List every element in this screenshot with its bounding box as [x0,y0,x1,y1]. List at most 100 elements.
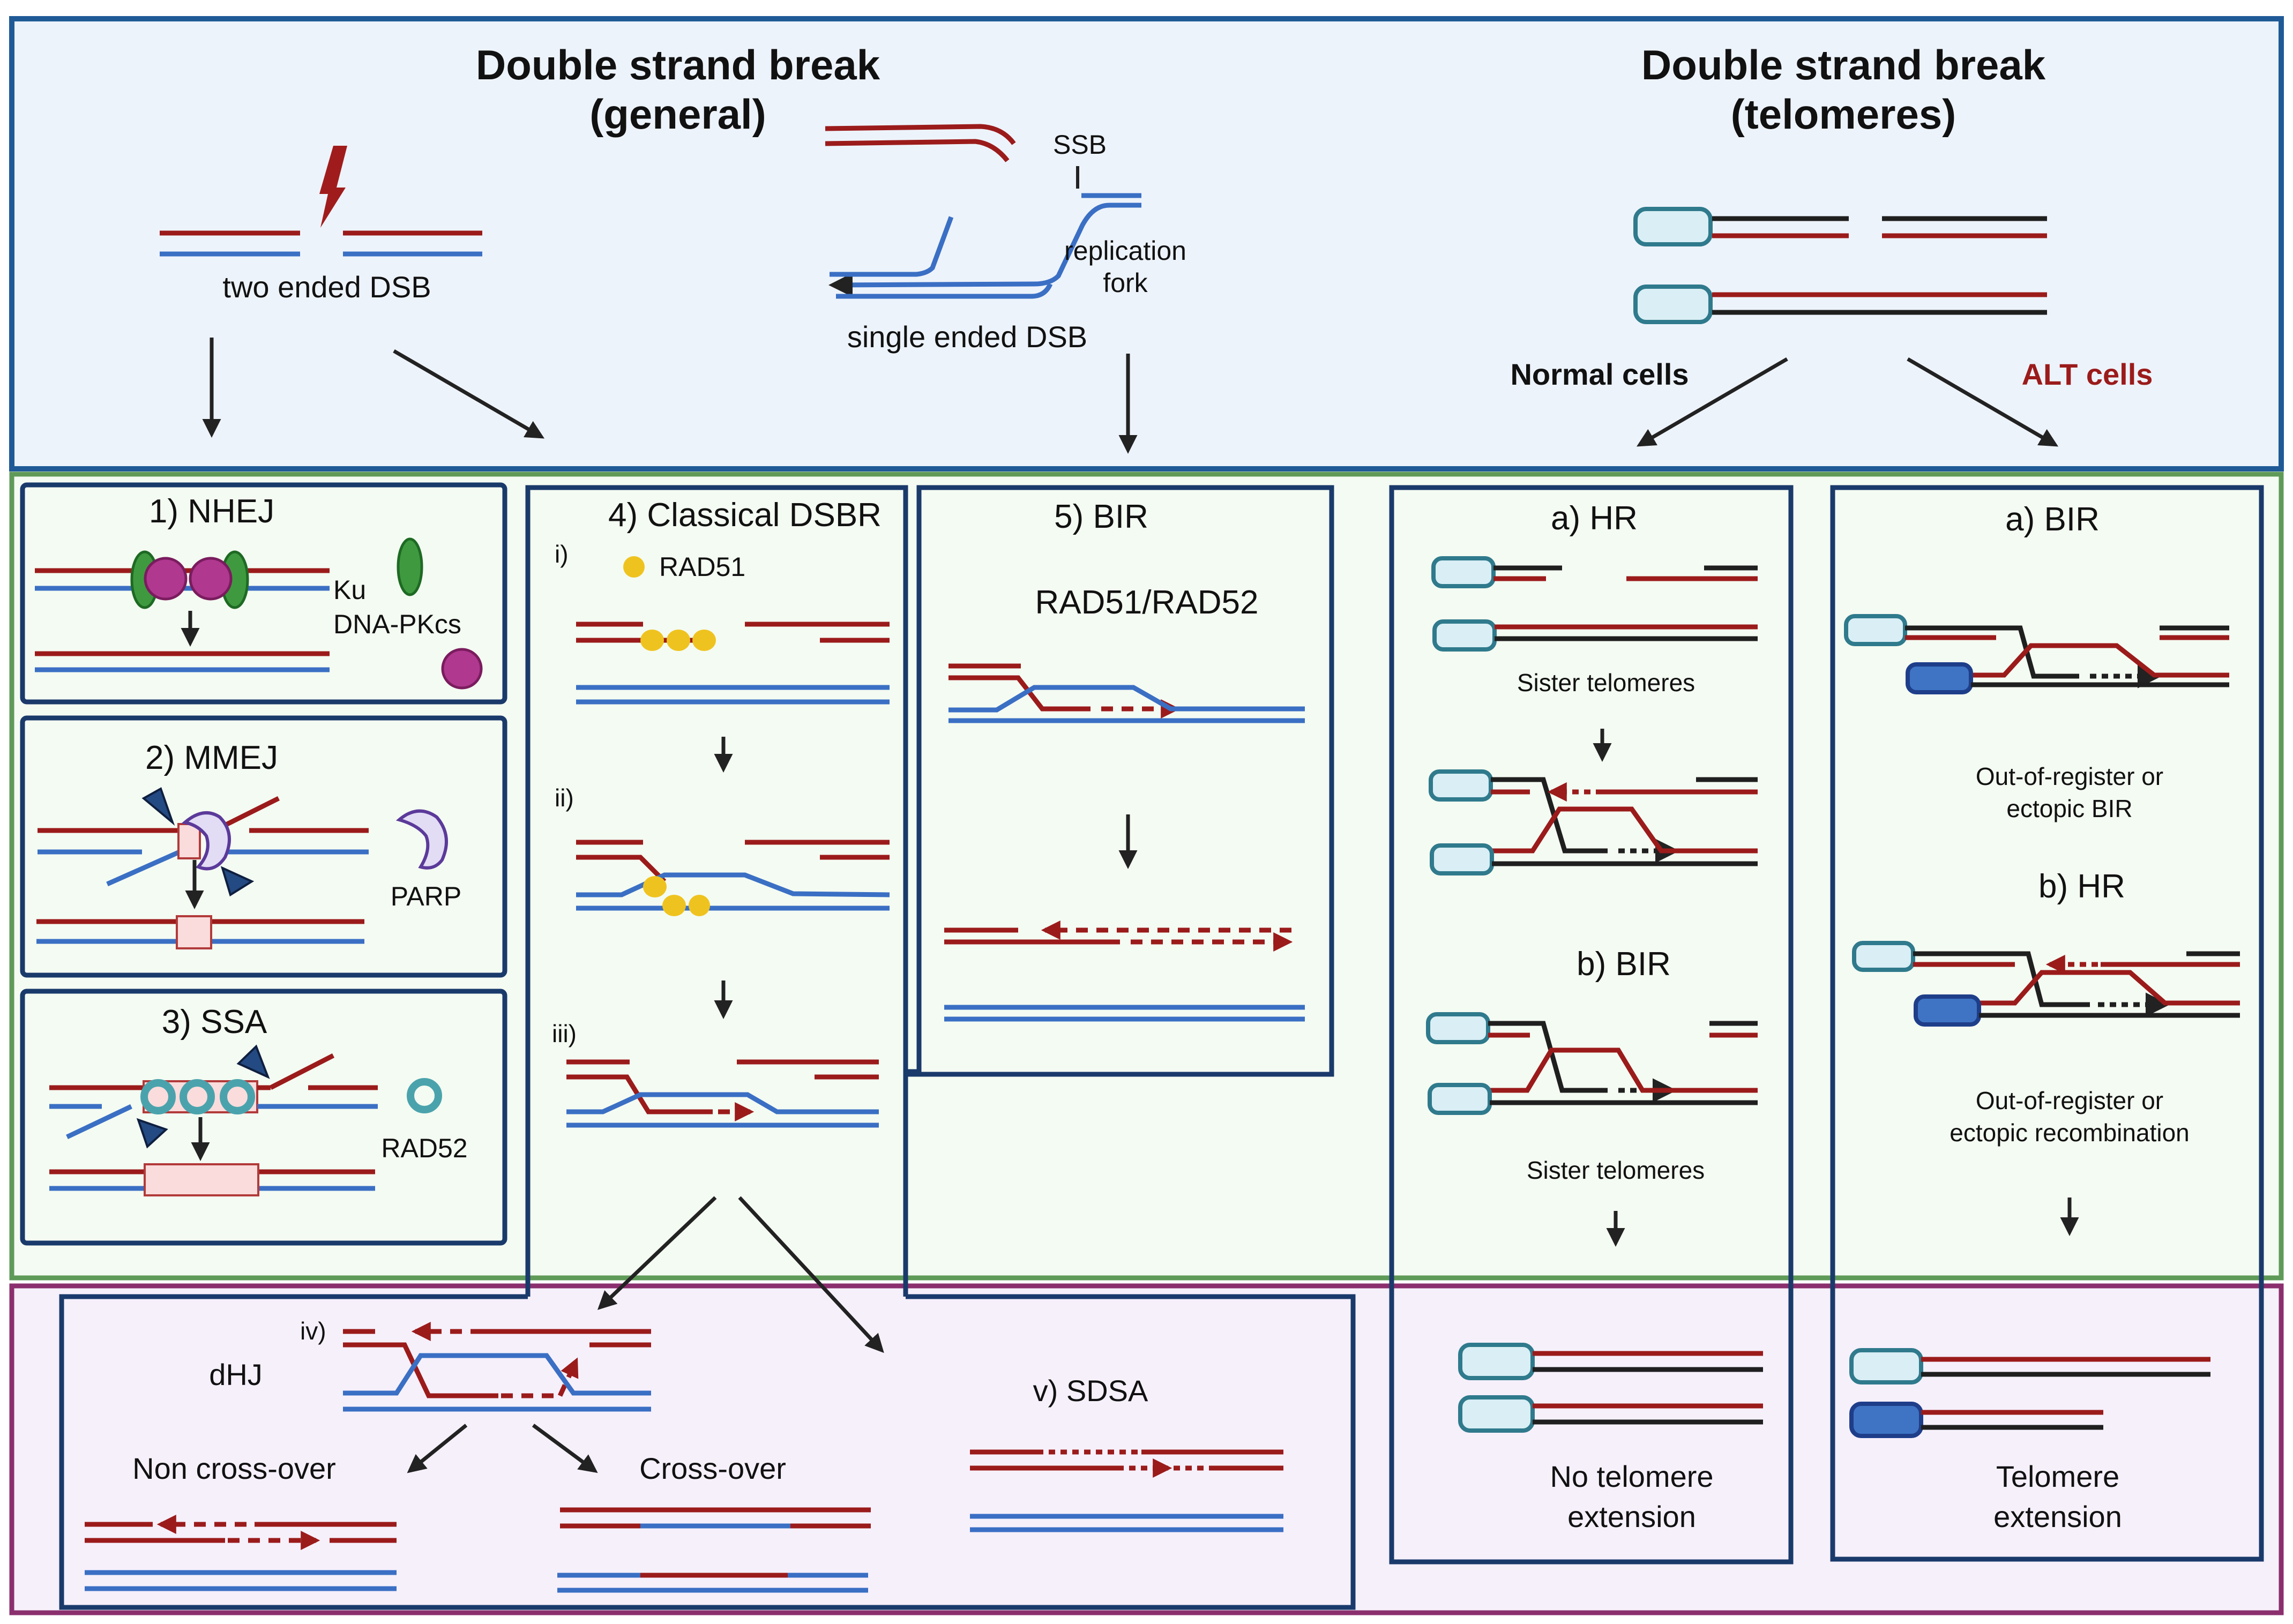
alt-hr-caption-line1: Out-of-register or [1976,1087,2163,1114]
ectopic-telomere-cap-icon [1914,994,1981,1027]
step-i-label: i) [555,540,569,568]
alt-cells-label: ALT cells [2022,357,2153,391]
normal-cells-panel [1389,485,1794,1565]
alt-bir-caption-line1: Out-of-register or [1976,762,2163,790]
normal-cells-label: Normal cells [1510,357,1689,391]
rad51-protein-icon [643,876,667,897]
classical-dsbr-title: 4) Classical DSBR [608,497,882,534]
rad52-ring-icon [180,1079,215,1114]
rad51-protein-icon [667,630,690,651]
arrow-to-dhj [597,1196,717,1310]
telomere-cap-icon [1431,556,1496,588]
ssa-panel [20,989,507,1246]
telomere-title-line2: (telomeres) [1731,91,1956,138]
telomere-title-line1: Double strand break [1641,41,2046,88]
no-telomere-extension-line2: extension [1567,1500,1696,1533]
telomere-cap-icon [1458,1343,1535,1380]
bottom-section [9,1283,2284,1615]
replication-fork-illustration [825,124,1141,299]
alt-bir-title: a) BIR [2005,501,2100,538]
alt-bir-caption-line2: ectopic BIR [2006,795,2132,822]
telomere-cap-icon [1429,769,1493,802]
telomere-cap-icon [1849,1348,1923,1384]
nhej-panel [20,482,507,705]
nuclease-icon [136,1118,168,1149]
dna-pkcs-label: DNA-PKcs [333,609,461,639]
dhj-sdsa-panel [59,1294,1356,1610]
ku-label: Ku [333,575,366,605]
general-title-line2: (general) [589,91,766,138]
nhej-title: 1) NHEJ [149,493,274,530]
rad52-legend-icon [407,1078,442,1113]
alt-cells-panel [1830,485,2264,1562]
alt-hr-title: b) HR [2038,868,2125,905]
dhj-label: dHJ [209,1358,263,1391]
normal-hr-title: a) HR [1551,500,1638,537]
normal-bir-title: b) BIR [1577,946,1671,983]
nuclease-icon [236,1044,270,1079]
dna-pkcs-icon [144,557,188,601]
microhomology-box [176,915,212,949]
arrow-to-normal [1636,357,1788,447]
parp-protein-icon [181,811,231,871]
sister-telomeres-label-1: Sister telomeres [1517,669,1695,697]
classical-dsbr-panel [525,485,908,1297]
arrow-to-dsbr [393,349,545,439]
rad52-ring-icon [220,1079,255,1114]
telomere-cap-icon [1428,1083,1492,1115]
telomere-cap-icon [1633,207,1713,246]
dna-pkcs-icon [189,557,233,601]
rad51-protein-icon [689,895,710,916]
parp-legend-icon [395,809,448,870]
lightning-bolt-icon [319,146,347,228]
nuclease-icon [220,866,255,897]
rad51-protein-icon [662,895,686,916]
dna-pkcs-legend-icon [441,648,483,690]
microhomology-box [177,823,201,859]
top-section [9,16,2284,472]
single-ended-dsb-label: single ended DSB [847,320,1087,354]
no-telomere-extension-line1: No telomere [1550,1460,1713,1493]
rad51-legend-icon [623,556,645,578]
ssa-title: 3) SSA [162,1004,267,1041]
replication-fork-label-line2: fork [1103,268,1148,298]
replication-fork-label-line1: replication [1064,236,1186,266]
telomere-break-illustration [1633,207,2047,324]
ku-legend-icon [397,537,423,596]
step-iii-label: iii) [552,1020,577,1047]
sister-telomeres-label-2: Sister telomeres [1527,1156,1705,1184]
telomere-extension-line2: extension [1993,1500,2122,1533]
telomere-cap-icon [1844,614,1907,646]
arrow-to-sdsa [738,1196,884,1353]
sdsa-label: v) SDSA [1033,1374,1148,1408]
arrow-to-alt [1907,357,2059,447]
nuclease-icon [141,787,175,826]
mmej-title: 2) MMEJ [145,739,278,776]
rad52-label: RAD52 [381,1133,467,1163]
bir-proteins-label: RAD51/RAD52 [1035,584,1259,621]
step-ii-label: ii) [555,784,574,812]
crossover-label: Cross-over [639,1451,786,1485]
general-title-line1: Double strand break [476,41,880,88]
telomere-cap-icon [1426,1012,1490,1044]
non-crossover-label: Non cross-over [132,1451,336,1485]
rad51-label: RAD51 [659,552,745,582]
telomere-cap-icon [1633,285,1713,324]
telomere-cap-icon [1458,1395,1535,1433]
telomere-cap-icon [1852,941,1915,972]
two-ended-dsb-label: two ended DSB [222,270,431,304]
rad51-protein-icon [640,630,664,651]
two-ended-dsb-illustration [160,146,482,257]
telomere-extension-line1: Telomere [1996,1460,2119,1493]
telomere-cap-icon [1432,619,1497,652]
ectopic-telomere-cap-icon [1906,662,1973,694]
parp-label: PARP [391,881,461,911]
step-iv-label: iv) [300,1317,326,1345]
telomere-cap-icon [1430,843,1494,875]
ssb-label: SSB [1053,130,1107,160]
rad52-ring-icon [140,1079,176,1114]
rad51-protein-icon [692,630,716,651]
middle-section [9,472,2284,1281]
bir-title: 5) BIR [1054,498,1148,535]
